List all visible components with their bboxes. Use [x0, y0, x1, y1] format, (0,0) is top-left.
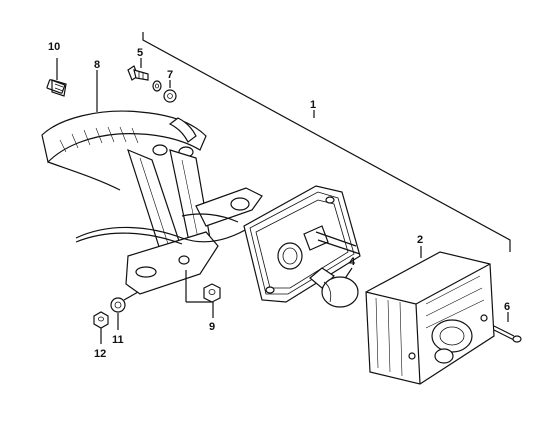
- label-part-6: 6: [504, 301, 510, 313]
- tail-light-base-housing: [243, 185, 361, 303]
- assembly-bracket-1: [142, 32, 511, 252]
- part-5-screw: [127, 58, 149, 81]
- label-part-5: 5: [137, 47, 143, 59]
- label-part-2: 2: [417, 234, 423, 246]
- part-7-washer-a: [152, 80, 177, 103]
- part-6-screw: [493, 312, 522, 343]
- part-11-washer: [110, 291, 139, 330]
- part-4-bulb: [309, 267, 359, 308]
- label-part-9: 9: [209, 321, 215, 333]
- part-10-bolt: [46, 58, 67, 97]
- part-2-lens: [365, 246, 495, 385]
- label-part-12: 12: [94, 348, 106, 360]
- part-labels: 10 8 5 7 1 2 4 6 9 11 12: [48, 41, 510, 360]
- label-part-10: 10: [48, 41, 60, 53]
- label-part-11: 11: [112, 334, 124, 346]
- part-9-nut: [185, 270, 221, 318]
- label-part-1: 1: [310, 99, 316, 111]
- label-part-7: 7: [167, 69, 173, 81]
- part-8-fender-bracket: [41, 70, 263, 295]
- part-12-nut: [93, 311, 109, 344]
- label-part-4: 4: [349, 256, 356, 268]
- label-part-8: 8: [94, 59, 100, 71]
